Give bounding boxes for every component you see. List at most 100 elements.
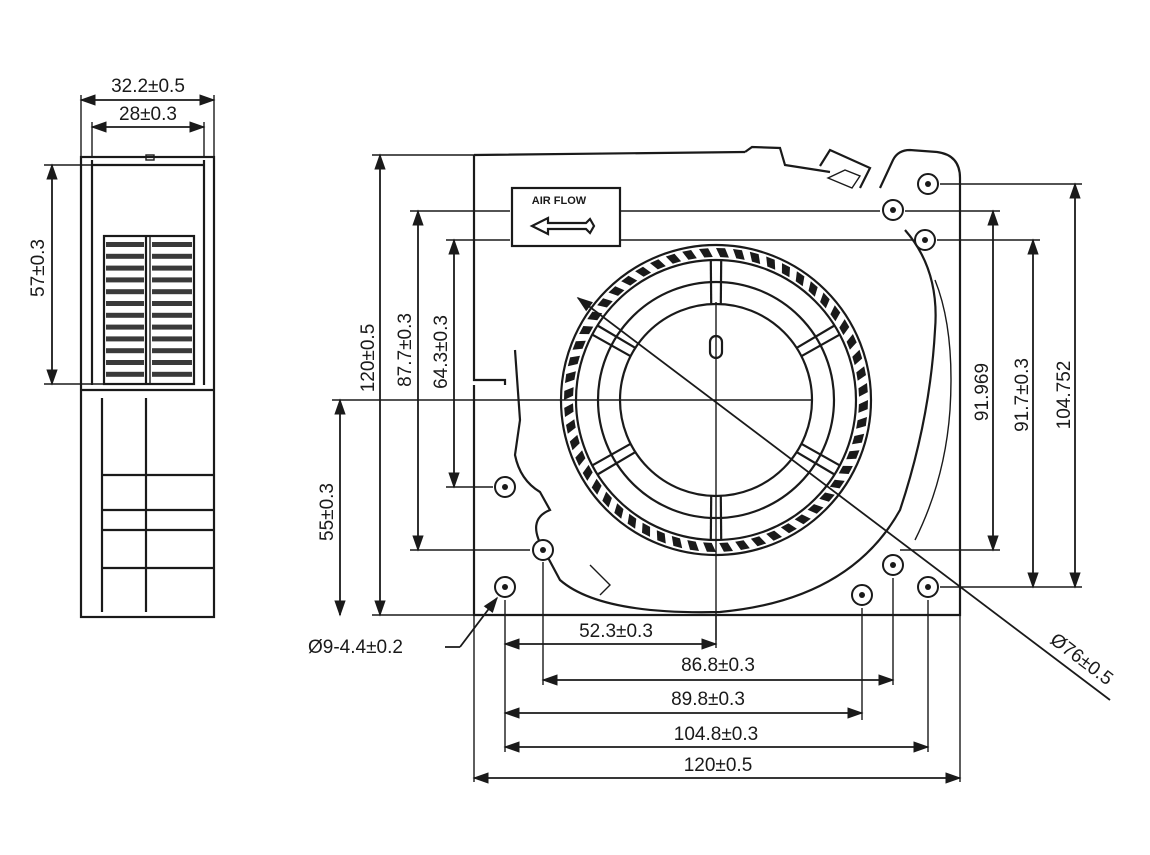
outlet-tab-detail (826, 169, 862, 189)
impeller-blade (819, 492, 835, 502)
grille-slat (152, 360, 192, 365)
grille-slat (106, 242, 144, 247)
housing-outline (472, 148, 962, 617)
label-height-55: 55±0.3 (317, 483, 338, 541)
airflow-box (510, 186, 622, 248)
impeller-blade (565, 371, 576, 383)
impeller-blade (733, 249, 745, 260)
label-inner-width: 28±0.3 (119, 104, 177, 125)
grille-frame (102, 234, 196, 386)
impeller-blade (614, 503, 624, 519)
label-104-752: 104.752 (1054, 361, 1075, 430)
side-top-tab (145, 154, 155, 161)
label-91-7: 91.7±0.3 (1012, 358, 1033, 432)
impeller-blade (575, 450, 586, 466)
impeller-blade (587, 311, 603, 321)
impeller-blade (852, 349, 863, 366)
side-view: 32.2±0.5 28±0.3 57±0.3 (28, 76, 216, 619)
impeller-blade (750, 536, 767, 547)
impeller-blade (856, 417, 867, 429)
impeller-blade (602, 491, 612, 508)
volute-lug (589, 564, 611, 596)
impeller-blade (703, 542, 716, 552)
impeller-blade (808, 281, 818, 297)
label-height-87-7: 87.7±0.3 (395, 313, 416, 387)
grille-slat (106, 289, 144, 295)
impeller-blade (627, 513, 637, 529)
grille-slat (106, 371, 144, 377)
grille-slat (106, 277, 144, 283)
label-width-104-8: 104.8±0.3 (674, 724, 758, 745)
impeller-blade (852, 433, 865, 445)
impeller-blade (807, 504, 824, 514)
impeller-blade (579, 326, 594, 335)
impeller-blade (846, 450, 860, 460)
impeller-blade (567, 355, 580, 367)
impeller-spoke (596, 451, 636, 476)
grille-slat (106, 265, 144, 271)
grille-slat (106, 253, 144, 259)
impeller-blade (582, 464, 593, 481)
impeller-blade (608, 286, 625, 296)
dim-line-diameter (576, 297, 1111, 701)
impeller-spoke (591, 333, 632, 358)
impeller-spoke (800, 333, 841, 358)
impeller-blade (591, 478, 602, 495)
impeller-blade (656, 530, 666, 544)
impeller-blade (820, 292, 830, 309)
grille-slat (106, 301, 144, 306)
grille-slat (106, 348, 144, 354)
grille-slat (152, 253, 192, 259)
volute-wall (513, 229, 937, 614)
side-lower-horizontals (102, 473, 214, 570)
impeller-blade (838, 465, 853, 474)
grille-slat (106, 324, 144, 330)
label-width-52-3: 52.3±0.3 (579, 621, 653, 642)
side-body-outline (79, 155, 216, 619)
grille-slat (152, 324, 192, 330)
side-outlet-walls (90, 160, 206, 385)
impeller-spoke (796, 324, 836, 349)
impeller-blade (635, 266, 652, 277)
impeller-spoke (800, 442, 841, 467)
volute-outer (914, 279, 952, 541)
impeller-blade (856, 366, 866, 381)
impeller-blade (642, 522, 651, 537)
impeller-spoke (596, 324, 636, 349)
impeller-spoke (591, 442, 632, 467)
grille-slat (152, 301, 192, 306)
impeller-blade (735, 540, 750, 550)
impeller-spokes (591, 260, 841, 540)
impeller-blade (564, 403, 574, 417)
impeller-blade (682, 250, 697, 260)
impeller-blade (566, 419, 576, 434)
outlet-tab (744, 145, 872, 189)
label-outlet-height: 57±0.3 (28, 239, 49, 297)
impeller-blade (781, 263, 790, 278)
impeller-blade (766, 530, 782, 541)
impeller-blade (665, 253, 682, 264)
impeller-spoke (796, 451, 836, 476)
label-width-86-8: 86.8±0.3 (681, 655, 755, 676)
impeller-blade (621, 275, 638, 286)
airflow-arrow-icon (529, 216, 596, 236)
impeller-blade (795, 271, 805, 287)
impeller-blade (716, 248, 729, 258)
grille-slat (152, 371, 192, 377)
impeller-blade (858, 383, 868, 397)
label-height-overall: 120±0.5 (358, 324, 379, 393)
airflow-label: AIR FLOW (532, 195, 587, 207)
impeller-blade (794, 514, 811, 525)
side-grille (102, 234, 196, 386)
grille-slat (152, 277, 192, 283)
grille-slat (152, 312, 192, 318)
impeller-blade (829, 479, 845, 489)
impeller-blade (846, 334, 857, 350)
grille-slat (152, 289, 192, 295)
label-height-64-3: 64.3±0.3 (431, 315, 452, 389)
grille-slat (106, 336, 144, 342)
grille-slat (152, 348, 192, 354)
label-width-overall: 120±0.5 (684, 755, 753, 776)
